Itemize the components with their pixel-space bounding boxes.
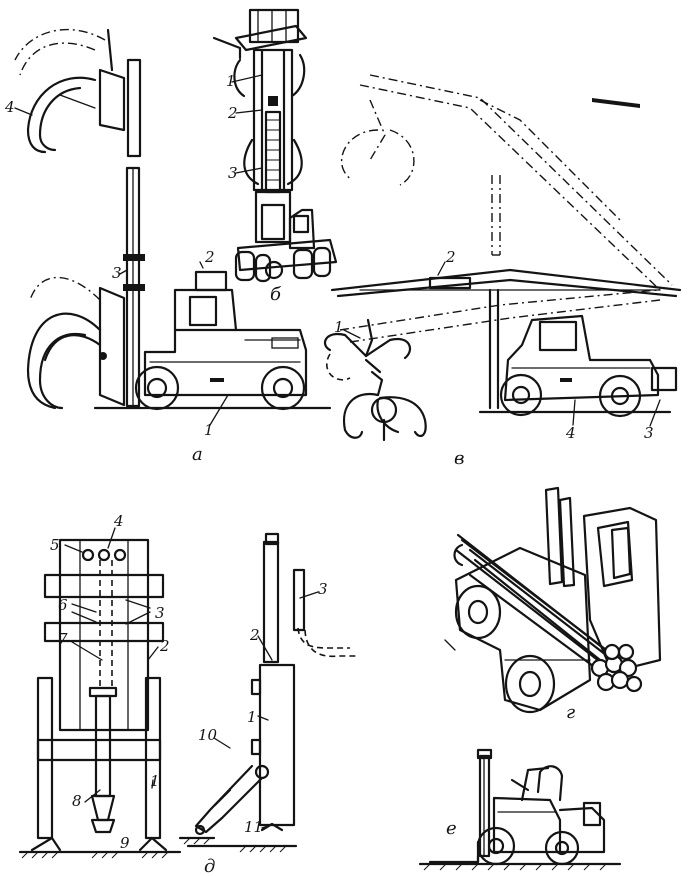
panel-d-mast-detail (18, 527, 358, 859)
panel-d-label-1-side: 1 (247, 708, 257, 726)
panel-b-loader-front-view (212, 8, 338, 283)
panel-e-caption: е (446, 818, 457, 839)
panel-v-label-2: 2 (445, 248, 456, 266)
panel-b-label-2: 2 (227, 104, 238, 122)
panel-d-label-3: 3 (155, 604, 165, 622)
panel-d-label-6: 6 (58, 596, 68, 614)
panel-d-label-10: 10 (198, 726, 218, 744)
panel-v-boom-loader (323, 74, 682, 442)
panel-v-caption: в (454, 448, 464, 469)
panel-b-label-1: 1 (226, 72, 236, 90)
panel-d-label-5: 5 (50, 536, 60, 554)
panel-d-label-7: 7 (58, 630, 68, 648)
panel-g-caption: г (566, 702, 575, 723)
panel-a-label-1: 1 (204, 421, 214, 439)
panel-a-loader-side-view (14, 28, 332, 426)
panel-d-label-11: 11 (244, 818, 263, 836)
panel-a-label-4: 4 (4, 98, 15, 116)
panel-v-label-3: 3 (644, 424, 654, 442)
panel-b-label-3: 3 (228, 164, 238, 182)
panel-d-label-2: 2 (159, 637, 170, 655)
panel-d-label-3-side: 3 (318, 580, 328, 598)
panel-g-log-carrier (444, 486, 662, 714)
panel-v-label-4: 4 (565, 424, 576, 442)
panel-d-label-2-side: 2 (249, 626, 260, 644)
panel-d-label-4: 4 (113, 512, 124, 530)
panel-b-caption: б (270, 284, 282, 305)
panel-v-label-1: 1 (334, 318, 344, 336)
panel-a-caption: а (192, 444, 203, 465)
panel-d-caption: д (204, 856, 215, 876)
panel-a-label-2: 2 (204, 248, 215, 266)
panel-d-label-8: 8 (72, 792, 82, 810)
panel-a-label-3: 3 (112, 264, 122, 282)
panel-d-label-9: 9 (120, 834, 130, 852)
panel-d-label-1: 1 (150, 772, 160, 790)
panel-e-forklift (418, 748, 622, 871)
